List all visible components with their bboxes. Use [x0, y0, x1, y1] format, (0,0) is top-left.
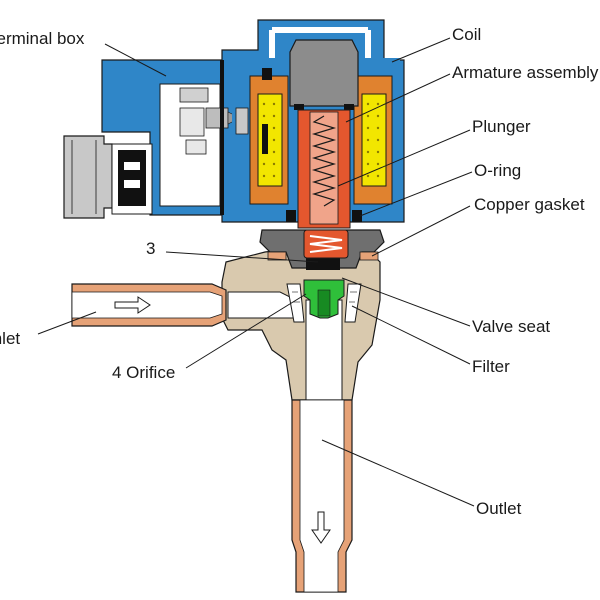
label-item-3: 3: [146, 239, 155, 258]
label-plunger: Plunger: [472, 117, 531, 136]
coil-winding-right: [361, 93, 387, 187]
armature-assembly: [286, 39, 362, 229]
plunger: [309, 111, 339, 225]
armature-spring: [311, 115, 337, 207]
leader-inlet: [37, 311, 97, 335]
leader-orifice: [185, 293, 307, 369]
inlet-pipe: [71, 283, 227, 327]
label-coil: Coil: [452, 25, 481, 44]
label-filter: Filter: [472, 357, 510, 376]
label-o-ring: O-ring: [474, 161, 521, 180]
labels: Terminal box Coil Armature assembly Plun…: [0, 25, 599, 518]
label-outlet: Outlet: [476, 499, 522, 518]
leader-coil: [391, 37, 451, 63]
outlet-flow-arrow: [311, 511, 331, 544]
bonnet: [259, 229, 385, 270]
filter: [286, 283, 362, 323]
leader-valve-seat: [341, 277, 471, 327]
valve-body: [221, 249, 381, 401]
coil-winding-left: [257, 93, 283, 187]
leader-lines: [37, 37, 475, 507]
seal-disk: [306, 258, 340, 270]
leader-o-ring: [359, 171, 473, 217]
copper-gasket-ring: [359, 251, 379, 261]
valve-seat: [303, 279, 345, 319]
inlet-flow-arrow: [114, 296, 151, 314]
leader-terminal-box: [104, 43, 167, 77]
cable-gland: [63, 135, 153, 219]
leader-plunger: [337, 129, 471, 187]
leader-copper-gasket: [371, 205, 471, 257]
outlet-pipe: [291, 399, 353, 593]
leader-armature: [345, 73, 451, 123]
label-orifice: 4 Orifice: [112, 363, 175, 382]
label-valve-seat: Valve seat: [472, 317, 550, 336]
label-terminal-box: Terminal box: [0, 29, 85, 48]
label-copper-gasket: Copper gasket: [474, 195, 585, 214]
label-inlet: Inlet: [0, 329, 20, 348]
o-ring: [286, 210, 296, 222]
leader-item-3: [165, 251, 319, 263]
terminal-pins: [235, 68, 272, 154]
label-armature-assembly: Armature assembly: [452, 63, 599, 82]
leader-outlet: [321, 439, 475, 507]
leader-filter: [351, 305, 471, 365]
